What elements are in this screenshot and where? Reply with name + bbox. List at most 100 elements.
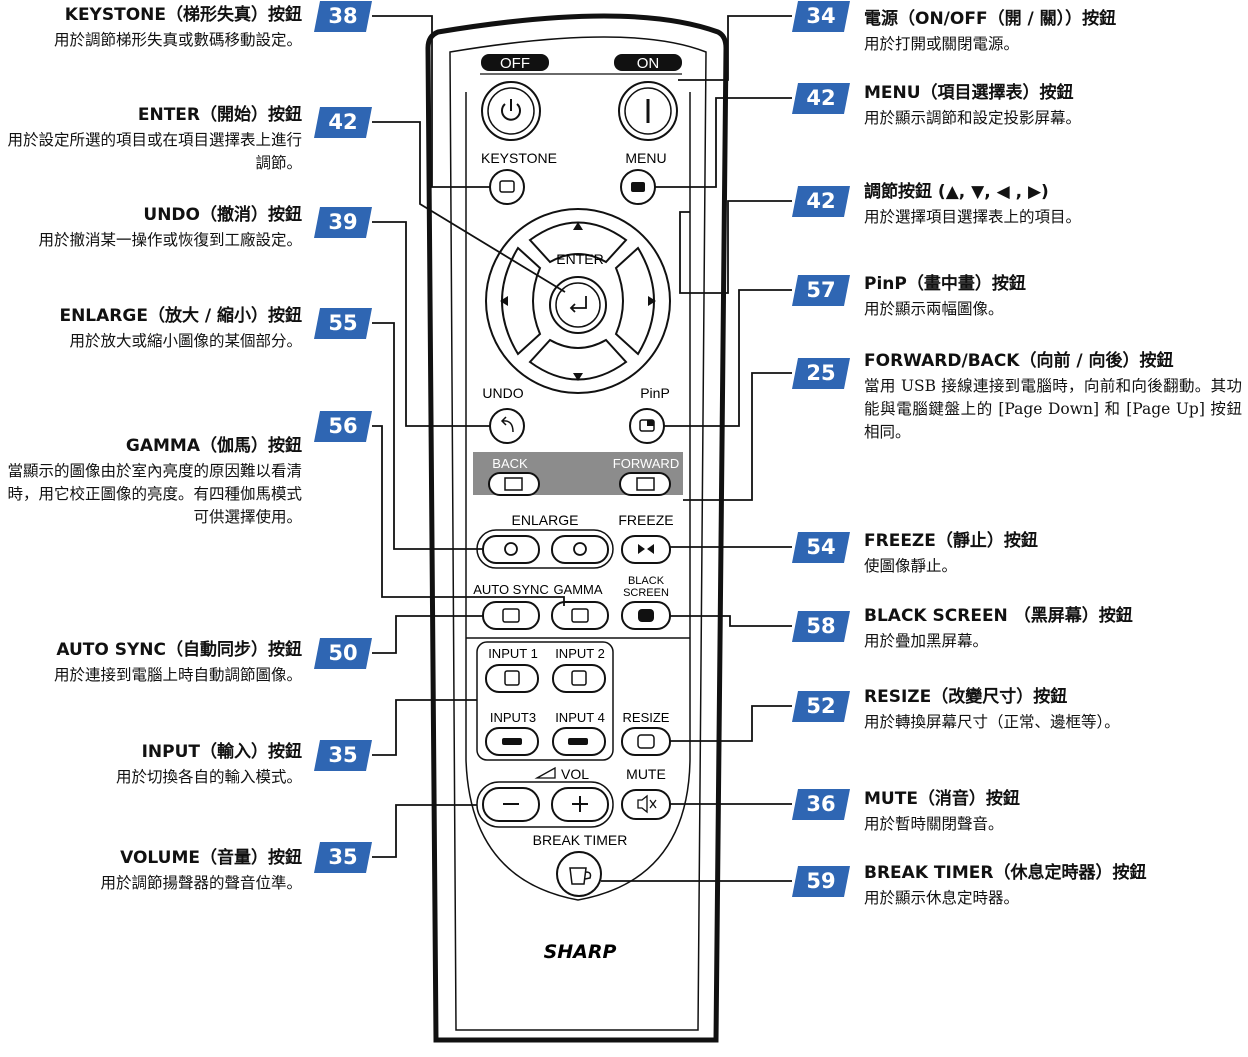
page-badge-enter: 42 xyxy=(314,107,372,138)
page-badge-menu: 42 xyxy=(792,83,850,114)
annotation-mute: MUTE（消音）按鈕 用於暫時關閉聲音。 xyxy=(864,788,1242,836)
annotation-title: KEYSTONE（梯形失真）按鈕 xyxy=(64,5,302,25)
annotation-title: ENLARGE（放大 / 縮小）按鈕 xyxy=(59,306,302,326)
mute-icon xyxy=(637,794,657,814)
resize-text: RESIZE xyxy=(623,710,670,725)
annotation-undo: UNDO（撤消）按鈕 用於撤消某一操作或恢復到工廠設定。 xyxy=(0,204,302,252)
cup-icon xyxy=(569,867,592,885)
page-badge-freeze: 54 xyxy=(792,532,850,563)
autosync-button[interactable] xyxy=(482,601,540,630)
annotation-desc: 用於打開或關閉電源。 xyxy=(864,35,1020,53)
annotation-gamma: GAMMA（伽馬）按鈕 當顯示的圖像由於室內亮度的原因難以看清時，用它校正圖像的… xyxy=(0,435,302,529)
freeze-text: FREEZE xyxy=(618,512,673,528)
page-badge-adjust: 42 xyxy=(792,186,850,217)
annotation-keystone: KEYSTONE（梯形失真）按鈕 用於調節梯形失真或數碼移動設定。 xyxy=(0,4,302,52)
annotation-desc: 用於切換各自的輸入模式。 xyxy=(115,768,302,786)
input2-button[interactable] xyxy=(552,664,606,693)
page-badge-black-screen: 58 xyxy=(792,611,850,642)
annotation-desc: 用於疊加黑屏幕。 xyxy=(864,632,989,650)
enlarge-text: ENLARGE xyxy=(512,512,579,528)
pinp-button[interactable] xyxy=(629,408,665,444)
annotation-title: VOLUME（音量）按鈕 xyxy=(120,848,302,868)
annotation-adjust: 調節按鈕 (▲, ▼, ◀ , ▶) 用於選擇項目選擇表上的項目。 xyxy=(864,181,1242,229)
annotation-title: GAMMA（伽馬）按鈕 xyxy=(125,436,302,456)
annotation-title: 調節按鈕 (▲, ▼, ◀ , ▶) xyxy=(864,182,1049,202)
back-text: BACK xyxy=(492,456,528,471)
annotation-desc: 用於顯示兩幅圖像。 xyxy=(864,300,1004,318)
off-button[interactable] xyxy=(481,81,541,141)
zoom-in-icon xyxy=(573,542,587,556)
resize-button[interactable] xyxy=(621,727,671,756)
annotation-forward: FORWARD/BACK（向前 / 向後）按鈕 當用 USB 接線連接到電腦時，… xyxy=(864,350,1242,444)
zoom-out-button[interactable] xyxy=(482,535,540,564)
page-badge-autosync: 50 xyxy=(314,638,372,669)
page-badge-break-timer: 59 xyxy=(792,866,850,897)
input1-button[interactable] xyxy=(485,664,539,693)
forward-icon xyxy=(636,477,655,491)
page-badge-undo: 39 xyxy=(314,207,372,238)
undo-text: UNDO xyxy=(482,385,523,401)
annotation-volume: VOLUME（音量）按鈕 用於調節揚聲器的聲音位準。 xyxy=(0,847,302,895)
dpad-left[interactable] xyxy=(501,246,542,356)
annotation-title: UNDO（撤消）按鈕 xyxy=(143,205,302,225)
annotation-input: INPUT（輸入）按鈕 用於切換各自的輸入模式。 xyxy=(0,741,302,789)
autosync-text: AUTO SYNC xyxy=(473,582,549,597)
zoom-in-button[interactable] xyxy=(551,535,609,564)
page-badge-gamma: 56 xyxy=(314,411,372,442)
input1-icon xyxy=(504,670,520,686)
undo-icon xyxy=(500,416,514,433)
vol-text: VOL xyxy=(561,766,589,782)
plus-icon xyxy=(572,796,588,812)
undo-button[interactable] xyxy=(489,408,525,444)
on-pill xyxy=(614,54,682,71)
page-badge-mute: 36 xyxy=(792,789,850,820)
annotation-desc: 用於顯示休息定時器。 xyxy=(864,889,1020,907)
dpad-up[interactable] xyxy=(528,221,628,264)
forward-text: FORWARD xyxy=(613,456,679,471)
annotation-desc: 當用 USB 接線連接到電腦時，向前和向後翻動。其功能與電腦鍵盤上的 [Page… xyxy=(864,377,1242,441)
annotation-desc: 用於暫時關閉聲音。 xyxy=(864,815,1004,833)
annotation-menu: MENU（項目選擇表）按鈕 用於顯示調節和設定投影屏幕。 xyxy=(864,82,1242,130)
annotation-desc: 用於選擇項目選擇表上的項目。 xyxy=(864,208,1082,226)
annotation-title: MUTE（消音）按鈕 xyxy=(864,789,1020,809)
annotation-title: AUTO SYNC（自動同步）按鈕 xyxy=(56,640,302,660)
annotation-freeze: FREEZE（靜止）按鈕 使圖像靜止。 xyxy=(864,530,1242,578)
menu-text: MENU xyxy=(625,150,666,166)
breaktimer-text: BREAK TIMER xyxy=(533,832,628,848)
back-button[interactable] xyxy=(488,472,540,496)
volume-icon xyxy=(534,766,556,779)
on-button[interactable] xyxy=(618,81,678,141)
annotation-black-screen: BLACK SCREEN （黑屏幕）按鈕 用於疊加黑屏幕。 xyxy=(864,605,1242,653)
enter-button[interactable] xyxy=(549,276,607,334)
resize-icon xyxy=(637,734,655,749)
page-badge-pinp: 57 xyxy=(792,275,850,306)
annotation-title: FREEZE（靜止）按鈕 xyxy=(864,531,1038,551)
input3-icon xyxy=(502,738,522,745)
menu-button[interactable] xyxy=(620,169,656,205)
input4-icon xyxy=(568,738,588,745)
input4-text: INPUT 4 xyxy=(555,710,605,725)
power-icon xyxy=(501,99,521,121)
freeze-button[interactable] xyxy=(621,535,671,564)
input2-text: INPUT 2 xyxy=(555,646,605,661)
break-timer-button[interactable] xyxy=(556,851,602,897)
right-arrow-icon xyxy=(648,296,656,306)
keystone-button[interactable] xyxy=(489,169,525,205)
mute-text: MUTE xyxy=(626,766,666,782)
off-label: OFF xyxy=(500,55,530,72)
zoom-out-icon xyxy=(504,542,518,556)
annotation-enter: ENTER（開始）按鈕 用於設定所選的項目或在項目選擇表上進行調節。 xyxy=(0,104,302,175)
page-badge-volume: 35 xyxy=(314,842,372,873)
leader-lines xyxy=(372,15,792,882)
mute-button[interactable] xyxy=(621,789,671,820)
forward-button[interactable] xyxy=(619,472,671,496)
remote-inner-edge xyxy=(449,36,707,1031)
keystone-icon xyxy=(499,180,515,193)
gamma-button[interactable] xyxy=(551,601,609,630)
dpad-right[interactable] xyxy=(614,246,655,356)
back-icon xyxy=(504,477,523,491)
dpad-down[interactable] xyxy=(528,338,628,381)
black-text: BLACK xyxy=(628,575,665,587)
pinp-text: PinP xyxy=(640,385,670,401)
